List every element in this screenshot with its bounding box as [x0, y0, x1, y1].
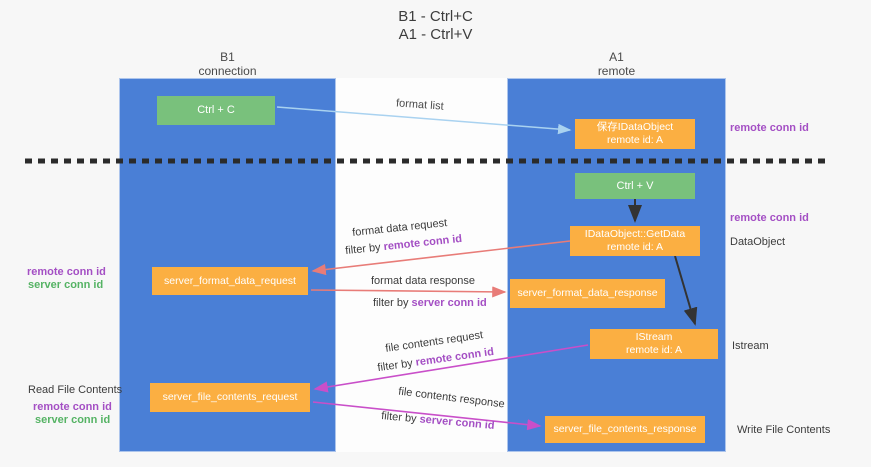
annotation-remote-conn-id-left2: remote conn id	[33, 401, 112, 413]
filter-by-text: filter by	[373, 297, 409, 309]
annotation-read-file-contents: Read File Contents	[28, 384, 123, 396]
annotation-remote-conn-id-mid: remote conn id	[730, 212, 809, 224]
annotation-write-file-contents: Write File Contents	[737, 424, 831, 436]
label-filter-server-1: filter by server conn id	[373, 297, 487, 309]
node-server-format-data-request: server_format_data_request	[152, 267, 308, 295]
server-format-data-response-label: server_format_data_response	[517, 287, 658, 299]
lane-left-name: B1	[220, 50, 235, 64]
server-file-contents-response-label: server_file_contents_response	[553, 423, 697, 435]
getdata-line1: IDataObject::GetData	[584, 228, 686, 240]
istream-line2: remote id: A	[625, 344, 683, 356]
lane-right-subtitle: remote	[597, 64, 636, 78]
save-idataobject-line2: remote id: A	[606, 134, 664, 146]
annotation-server-conn-id-left1: server conn id	[28, 279, 104, 291]
getdata-line2: remote id: A	[606, 241, 664, 253]
lane-left-subtitle: connection	[198, 64, 257, 78]
ctrl-c-label: Ctrl + C	[197, 104, 235, 116]
node-istream: IStream remote id: A	[590, 329, 718, 359]
save-idataobject-line1: 保存IDataObject	[596, 121, 674, 133]
lane-right-name: A1	[609, 50, 624, 64]
annotation-remote-conn-id-left1: remote conn id	[27, 266, 106, 278]
node-ctrl-v: Ctrl + V	[575, 173, 695, 199]
annotation-server-conn-id-left2: server conn id	[35, 414, 111, 426]
node-save-idataobject: 保存IDataObject remote id: A	[575, 119, 695, 149]
server-conn-id-text: server conn id	[411, 297, 487, 309]
node-server-file-contents-request: server_file_contents_request	[150, 383, 310, 412]
ctrl-v-label: Ctrl + V	[616, 179, 654, 192]
node-server-file-contents-response: server_file_contents_response	[545, 416, 705, 443]
lane-header-right: A1 remote	[507, 50, 726, 78]
diagram-title: B1 - Ctrl+C A1 - Ctrl+V	[0, 8, 871, 44]
title-line-2: A1 - Ctrl+V	[398, 26, 473, 43]
node-server-format-data-response: server_format_data_response	[510, 279, 665, 308]
lane-header-left: B1 connection	[119, 50, 336, 78]
istream-line1: IStream	[635, 331, 673, 343]
annotation-remote-conn-id-top: remote conn id	[730, 122, 809, 134]
server-file-contents-request-label: server_file_contents_request	[162, 391, 298, 403]
annotation-dataobject: DataObject	[730, 236, 786, 248]
server-format-data-request-label: server_format_data_request	[164, 274, 296, 287]
title-line-1: B1 - Ctrl+C	[398, 8, 473, 25]
node-idataobject-getdata: IDataObject::GetData remote id: A	[570, 226, 700, 256]
node-ctrl-c: Ctrl + C	[157, 96, 275, 125]
label-format-data-response: format data response	[371, 275, 475, 287]
annotation-istream: Istream	[732, 340, 769, 352]
